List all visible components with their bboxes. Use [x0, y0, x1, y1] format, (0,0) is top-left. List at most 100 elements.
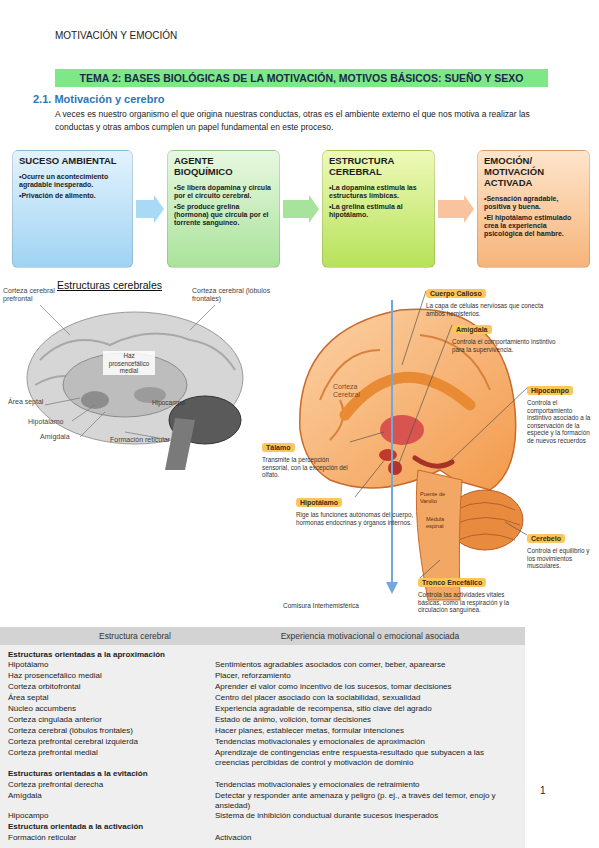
box-heading: AGENTE BIOQUÍMICO	[174, 156, 273, 178]
callout-text: Controla el equilibrio y los movimientos…	[527, 547, 599, 570]
callout-text: Controla las actividades vitales básicas…	[418, 591, 518, 614]
midline-arrowhead	[386, 582, 398, 594]
box-heading: ESTRUCTURA CEREBRAL	[329, 156, 428, 178]
leader-line	[40, 305, 70, 335]
text-label: Corteza cerebral (lóbulos frontales)	[192, 287, 272, 304]
callout-box: HipotálamoRige las funciones autónomas d…	[296, 491, 414, 526]
table-cell: Estado de ánimo, volición, tomar decisio…	[215, 715, 520, 725]
callout-heading: Hipocampo	[527, 386, 573, 395]
leader-line	[398, 325, 452, 466]
callout-heading-row: Tálamo	[262, 436, 350, 454]
callout-box: Tronco EncefálicoControla las actividade…	[418, 571, 518, 614]
text-label: Puente de Varolio	[420, 491, 456, 504]
bullet-text: •Se produce grelina (hormona) que circul…	[174, 203, 273, 228]
bullet-text: •La grelina estimula al hipotálamo.	[329, 203, 428, 220]
table-cell: Aprender el valor como incentivo de los …	[215, 682, 520, 692]
leader-line	[45, 398, 80, 405]
table-cell: Placer, reforzamiento	[215, 671, 520, 681]
table-cell: Estructura orientada a la activación	[8, 822, 408, 832]
table-cell: Centro del placer asociado con la sociab…	[215, 693, 520, 703]
callout-box: Cuerpo CallosoLa capa de células nervios…	[426, 282, 544, 317]
callout-text: Controla el comportamiento instintivo as…	[527, 399, 597, 444]
callout-heading-row: Tronco Encefálico	[418, 571, 518, 589]
bullet-text: •Privación de alimento.	[19, 192, 126, 200]
callout-heading-row: Hipotálamo	[296, 491, 414, 509]
table-cell: Corteza prefrontal derecha	[8, 780, 208, 790]
bullet-text: •Sensación agradable, positiva y buena.	[484, 195, 583, 212]
bullet-text: •Se libera dopamina y circula por el cir…	[174, 184, 273, 201]
table-cell: Amígdala	[8, 791, 208, 801]
table-cell: Experiencia motivacional o emocional aso…	[220, 631, 520, 641]
leader-line	[505, 522, 527, 535]
process-box: ESTRUCTURA CEREBRAL •La dopamina estimula…	[322, 150, 435, 268]
table-cell: Hipocampo	[8, 811, 208, 821]
callout-heading: Cuerpo Calloso	[426, 289, 486, 298]
text-label: Corteza cerebral prefrontal	[3, 287, 73, 304]
label-backdrop	[103, 351, 155, 375]
limbic-region	[63, 353, 187, 417]
table-cell: Hipotálamo	[8, 660, 208, 670]
table-cell: Haz prosencefálico medial	[8, 671, 208, 681]
table-cell: Activación	[215, 833, 520, 843]
text-label: Comisura Interhemisférica	[283, 602, 403, 610]
table-cell: Corteza orbitofrontal	[8, 682, 208, 692]
text-label: MOTIVACIÓN Y EMOCIÓN	[55, 30, 355, 42]
table-background	[0, 627, 525, 848]
callout-text: Rige las funciones autónomas del cuerpo,…	[296, 511, 414, 526]
text-label: Haz prosencefálico medial	[104, 352, 154, 375]
callout-heading: Cerebelo	[527, 534, 565, 543]
callout-heading: Tronco Encefálico	[418, 578, 486, 587]
table-cell: Núcleo accumbens	[8, 704, 208, 714]
table-header-band	[0, 627, 525, 645]
callout-heading: Hipotálamo	[296, 498, 342, 507]
text-label: Hipotálamo	[28, 418, 78, 426]
text-label: Hipocampo	[152, 399, 200, 407]
text-label: 2.1. Motivación y cerebro	[33, 93, 333, 106]
block-arrow	[136, 195, 164, 223]
table-cell: Estructura cerebral	[60, 631, 210, 641]
leader-line	[80, 412, 105, 437]
process-box: SUCESO AMBIENTAL•Ocurre un acontecimient…	[12, 150, 133, 268]
callout-text: Controla el comportamiento instintivo pa…	[452, 338, 564, 353]
callout-text: Transmite la percepción sensorial, con l…	[262, 456, 350, 479]
callout-heading-row: Amígdala	[452, 318, 564, 336]
leader-line	[190, 305, 215, 330]
cerebellum-fold	[452, 503, 520, 541]
table-cell: Corteza prefrontal medial	[8, 748, 208, 758]
leader-line	[355, 458, 386, 497]
bullet-text: •La dopamina estimula las estructuras lí…	[329, 184, 428, 201]
text-label: A veces es nuestro organismo el que orig…	[55, 108, 550, 134]
brain-outline	[27, 312, 243, 444]
callout-heading: Tálamo	[262, 443, 295, 452]
thalamus-shape	[380, 415, 424, 445]
hypothalamus-shape	[81, 391, 109, 409]
table-cell: Sentimientos agradables asociados con co…	[215, 660, 520, 670]
bullet-text: •El hipotálamo estimulado crea la experi…	[484, 214, 583, 239]
table-cell: Sistema de inhibición conductual durante…	[215, 811, 520, 821]
callout-heading-row: Cuerpo Calloso	[426, 282, 544, 300]
table-cell: Estructuras orientadas a la evitación	[8, 769, 408, 779]
table-cell: Experiencia agradable de recompensa, sit…	[215, 704, 520, 714]
callout-heading-row: Cerebelo	[527, 527, 599, 545]
hypothalamus-shape	[379, 449, 397, 461]
table-cell: Tendencias motivacionales y emocionales …	[215, 780, 520, 790]
leader-line	[350, 432, 384, 442]
brain-outline	[300, 309, 516, 490]
corpus-callosum-shape	[345, 377, 470, 415]
block-arrow	[283, 195, 319, 223]
text-label: Formación reticular	[110, 436, 170, 444]
leader-line	[72, 405, 95, 421]
table-cell: Aprendizaje de contingencias entre respu…	[215, 748, 520, 768]
text-label: Médula espinal	[426, 516, 458, 529]
callout-box: CerebeloControla el equilibrio y los mov…	[527, 527, 599, 570]
bullet-text: •Ocurre un acontecimiento agradable ines…	[19, 173, 126, 190]
brainstem-shape	[165, 418, 195, 470]
table-cell: Corteza cingulada anterior	[8, 715, 208, 725]
callout-box: AmígdalaControla el comportamiento insti…	[452, 318, 564, 353]
text-label: Corteza Cerebral	[333, 383, 378, 400]
table-cell: Corteza prefrontal cerebral izquierda	[8, 737, 208, 747]
callout-heading: Amígdala	[452, 325, 492, 334]
table-cell: Formación reticular	[8, 833, 208, 843]
